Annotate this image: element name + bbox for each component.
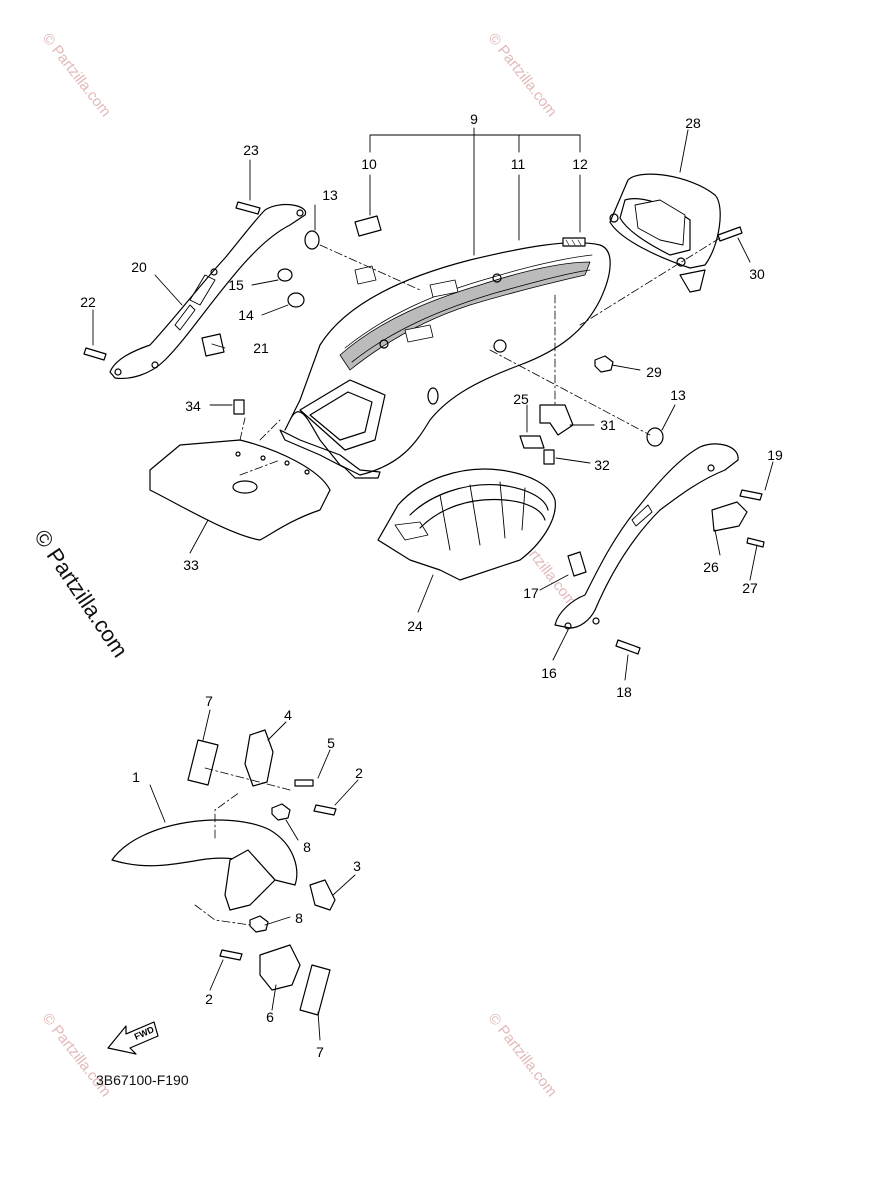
diagram-code: 3B67100-F190 — [96, 1072, 189, 1088]
callout-21: 21 — [253, 340, 269, 356]
fasteners — [83, 201, 765, 1016]
callout-20: 20 — [131, 259, 147, 275]
callout-17: 17 — [523, 585, 539, 601]
assembly-lines — [194, 237, 721, 926]
callout-14: 14 — [238, 307, 254, 323]
fender-stay-right — [554, 443, 739, 630]
callout-27: 27 — [742, 580, 758, 596]
callout-6: 6 — [266, 1009, 274, 1025]
callout-29: 29 — [646, 364, 662, 380]
mud-flap — [149, 439, 331, 541]
callout-8a: 8 — [303, 839, 311, 855]
callout-24: 24 — [407, 618, 423, 634]
callout-8b: 8 — [295, 910, 303, 926]
callout-23: 23 — [243, 142, 259, 158]
callout-32: 32 — [594, 457, 610, 473]
callout-numbers: 1 2 2 3 4 5 6 7 7 8 8 9 10 11 12 13 13 1… — [80, 111, 783, 1060]
callout-7a: 7 — [205, 693, 213, 709]
callout-31: 31 — [600, 417, 616, 433]
callout-26: 26 — [703, 559, 719, 575]
callout-11: 11 — [511, 156, 526, 172]
callout-33: 33 — [183, 557, 199, 573]
callout-34: 34 — [185, 398, 201, 414]
callout-16: 16 — [541, 665, 557, 681]
callout-5: 5 — [327, 735, 335, 751]
callout-7b: 7 — [316, 1044, 324, 1060]
callout-18: 18 — [616, 684, 632, 700]
leader-lines — [92, 127, 774, 1041]
callout-4: 4 — [284, 707, 292, 723]
callout-13a: 13 — [322, 187, 338, 203]
callout-1: 1 — [132, 769, 140, 785]
callout-13b: 13 — [670, 387, 686, 403]
fender-stay-left — [109, 203, 306, 380]
callout-2b: 2 — [205, 991, 213, 1007]
fwd-arrow-icon — [107, 1021, 159, 1055]
callout-15: 15 — [228, 277, 244, 293]
callout-10: 10 — [361, 156, 377, 172]
callout-25: 25 — [513, 391, 529, 407]
callout-9: 9 — [470, 111, 478, 127]
callout-30: 30 — [749, 266, 765, 282]
callout-19: 19 — [767, 447, 783, 463]
callout-12: 12 — [572, 156, 588, 172]
inner-fender — [377, 468, 556, 581]
callout-3: 3 — [353, 858, 361, 874]
callout-28: 28 — [685, 115, 701, 131]
rear-fender — [279, 237, 611, 479]
tail-light — [609, 173, 721, 293]
callout-22: 22 — [80, 294, 96, 310]
front-fender — [111, 819, 298, 911]
callout-2a: 2 — [355, 765, 363, 781]
